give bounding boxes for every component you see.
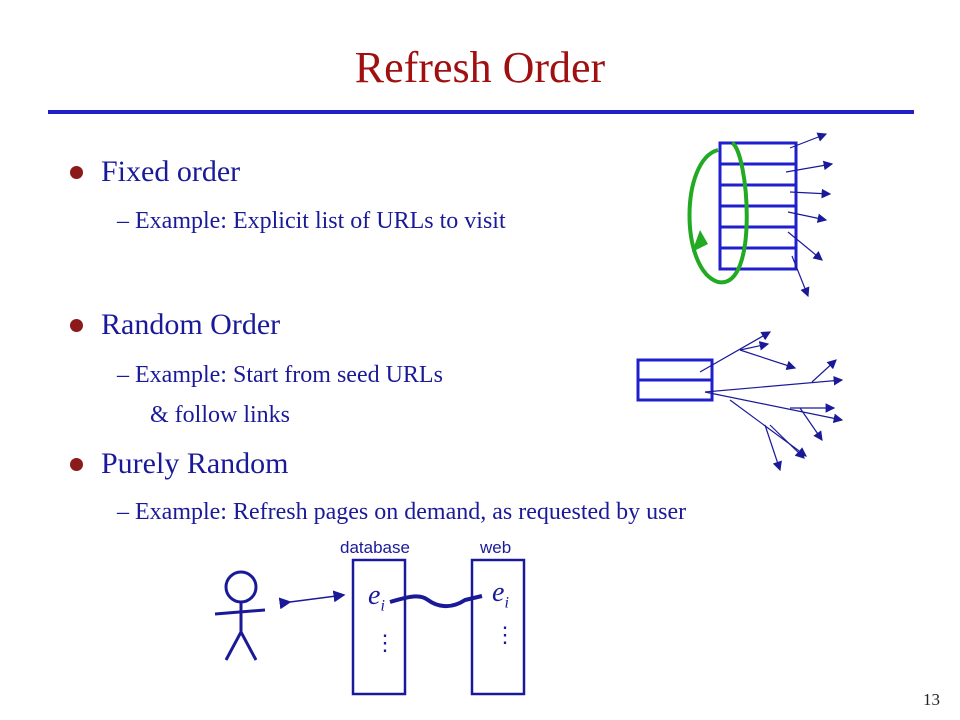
seed-queue: [636, 358, 714, 402]
bullet-heading: Purely Random: [101, 447, 289, 480]
sub-text-line1: Example: Start from seed URLs: [135, 362, 443, 388]
entry-symbol: e: [368, 580, 381, 611]
dash-icon: –: [117, 499, 129, 525]
database-label: database: [340, 538, 410, 557]
sub-text: Example: Refresh pages on demand, as req…: [135, 499, 687, 525]
bullet-fixed-order: Fixed order: [70, 155, 240, 189]
sub-text-line2: & follow links: [150, 402, 291, 428]
entry-subscript: i: [504, 594, 509, 612]
bullet-fixed-order-example: –Example: Explicit list of URLs to visit: [117, 208, 506, 235]
slide-title: Refresh Order: [354, 43, 606, 92]
link-tree-arrows: [699, 331, 844, 472]
url-list-stack: [718, 141, 798, 271]
bullet-dot-icon: [70, 318, 83, 332]
database-entry: ei: [368, 580, 385, 616]
cycle-arrow-icon: [687, 141, 749, 285]
page-number: 13: [923, 690, 940, 709]
bullet-dot-icon: [70, 457, 83, 471]
bullet-purely-random: Purely Random: [70, 447, 289, 481]
user-stick-figure-icon: [214, 570, 266, 661]
title-underline: [48, 110, 914, 114]
bullet-dot-icon: [70, 165, 83, 179]
bullet-purely-random-example: –Example: Refresh pages on demand, as re…: [117, 499, 686, 526]
bullet-heading: Fixed order: [101, 155, 241, 188]
web-label: web: [480, 538, 512, 557]
sub-text: Example: Explicit list of URLs to visit: [135, 208, 506, 234]
bullet-random-order: Random Order: [70, 308, 280, 342]
outgoing-link-arrows: [785, 132, 834, 298]
web-ellipsis: ⋮: [494, 622, 516, 647]
web-box: [470, 558, 526, 696]
sync-link-squiggle-icon: [389, 594, 483, 608]
database-ellipsis: ⋮: [374, 630, 396, 655]
dash-icon: –: [117, 362, 129, 388]
bullet-random-order-example-line2: & follow links: [150, 402, 290, 429]
entry-symbol: e: [492, 577, 505, 608]
entry-subscript: i: [380, 597, 385, 615]
web-entry: ei: [492, 577, 509, 613]
cycle-arrowhead-icon: [692, 230, 708, 252]
bullet-random-order-example: –Example: Start from seed URLs: [117, 362, 443, 389]
database-box: [351, 558, 407, 696]
bullet-heading: Random Order: [101, 308, 281, 341]
dash-icon: –: [117, 208, 129, 234]
user-database-arrow: [278, 590, 346, 610]
